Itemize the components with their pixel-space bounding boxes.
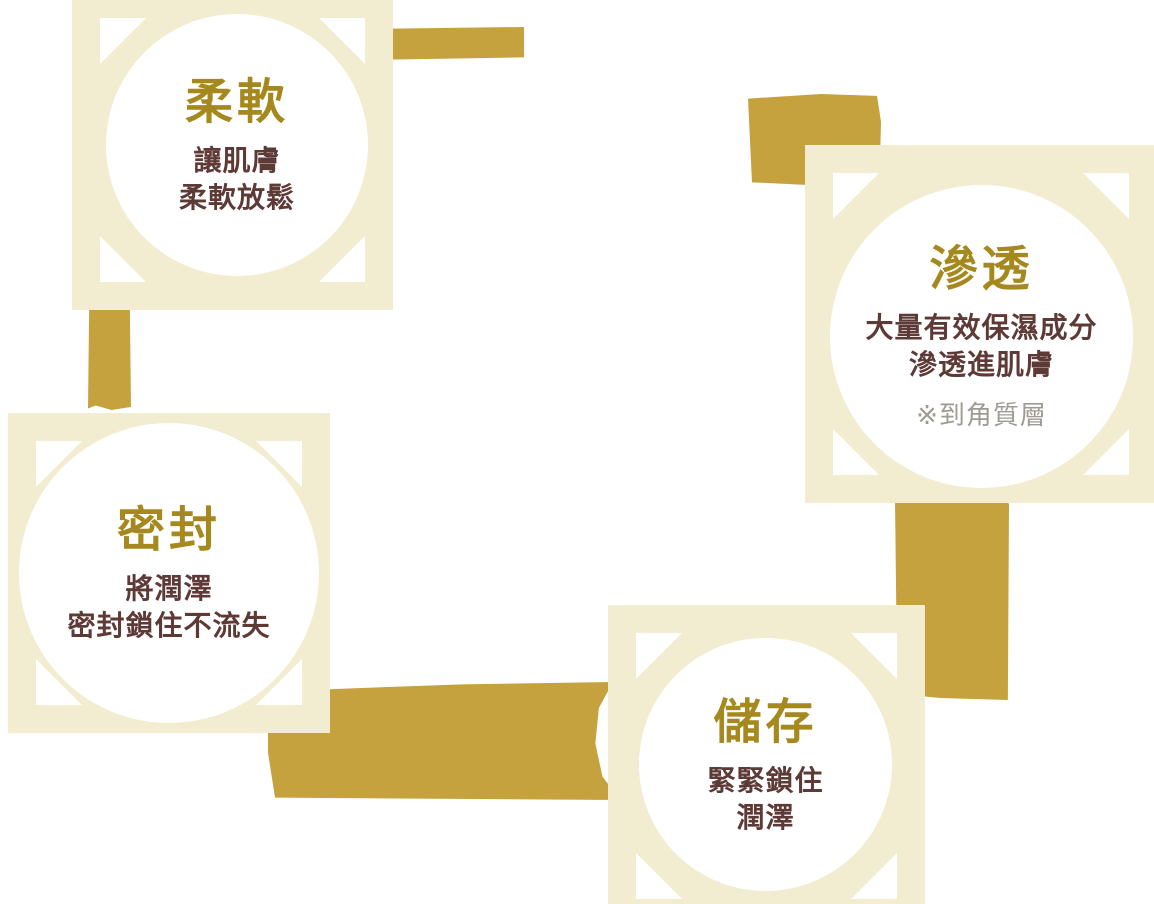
step-circle: 柔軟 讓肌膚 柔軟放鬆 xyxy=(106,14,368,276)
step-description-line: 密封鎖住不流失 xyxy=(67,609,271,642)
corner-triangle-icon xyxy=(851,633,897,679)
corner-triangle-icon xyxy=(1083,173,1129,219)
step-description-line: 大量有效保濕成分 xyxy=(865,310,1098,344)
step-card-seal: 密封 將潤澤 密封鎖住不流失 xyxy=(8,413,330,733)
step-circle: 儲存 緊緊鎖住 潤澤 xyxy=(639,638,892,891)
step-title: 柔軟 xyxy=(184,74,289,130)
step-circle: 滲透 大量有效保濕成分 滲透進肌膚 ※到角質層 xyxy=(830,185,1133,488)
corner-triangle-icon xyxy=(319,236,365,282)
corner-triangle-icon xyxy=(833,173,879,219)
step-description-line: 將潤澤 xyxy=(125,572,213,605)
step-title: 儲存 xyxy=(713,693,818,750)
step-card-store: 儲存 緊緊鎖住 潤澤 xyxy=(608,605,925,904)
corner-triangle-icon xyxy=(636,633,682,679)
step-description-line: 讓肌膚 xyxy=(193,144,281,177)
corner-triangle-icon xyxy=(636,853,682,899)
step-card-penetrate: 滲透 大量有效保濕成分 滲透進肌膚 ※到角質層 xyxy=(805,145,1154,503)
step-title: 滲透 xyxy=(929,240,1034,297)
step-title: 密封 xyxy=(116,502,221,558)
step-description-line: 柔軟放鬆 xyxy=(178,181,295,214)
step-description-line: 滲透進肌膚 xyxy=(908,347,1054,381)
corner-triangle-icon xyxy=(100,236,146,282)
step-circle: 密封 將潤澤 密封鎖住不流失 xyxy=(19,423,319,723)
step-note: ※到角質層 xyxy=(916,400,1047,431)
corner-triangle-icon xyxy=(851,853,897,899)
step-description-line: 潤澤 xyxy=(736,800,795,834)
step-card-soft: 柔軟 讓肌膚 柔軟放鬆 xyxy=(72,0,393,310)
step-description-line: 緊緊鎖住 xyxy=(707,763,824,797)
